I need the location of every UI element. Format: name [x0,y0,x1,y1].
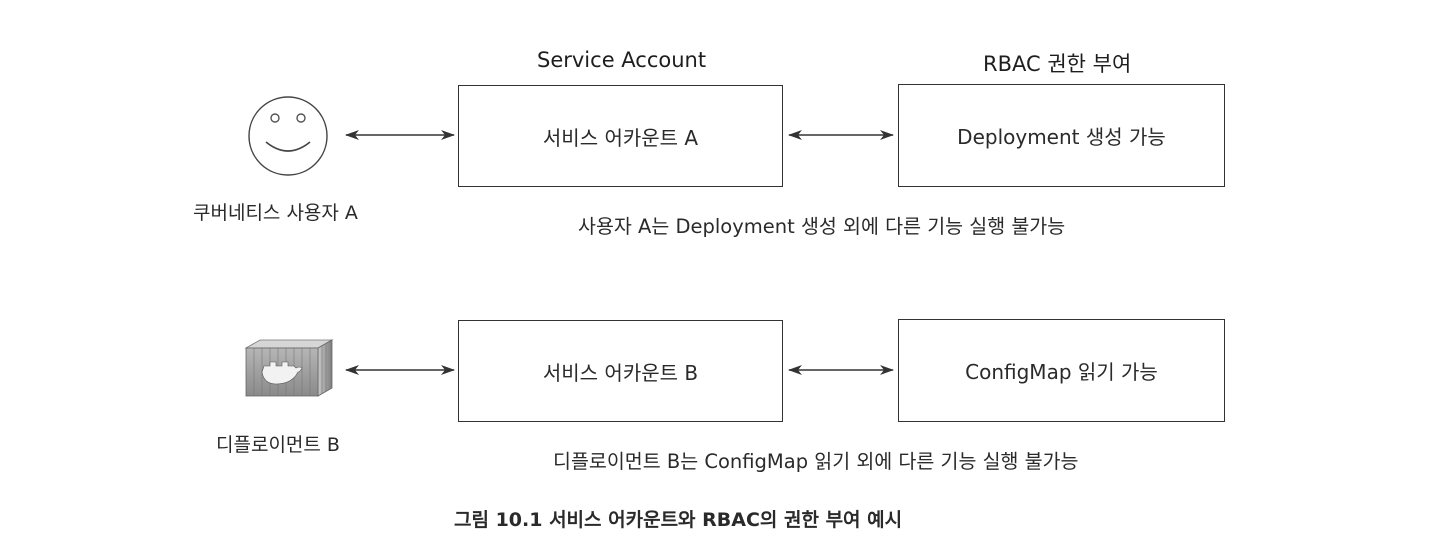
deployment-b-label: 디플로이먼트 B [216,434,340,456]
row-b-note: 디플로이먼트 B는 ConfigMap 읽기 외에 다른 기능 실행 불가능 [553,450,1079,473]
figure-caption: 그림 10.1 서비스 어카운트와 RBAC의 권한 부여 예시 [454,509,903,531]
user-a-label: 쿠버네티스 사용자 A [193,202,358,224]
service-account-a-box: 서비스 어카운트 A [458,85,783,187]
rbac-header: RBAC 권한 부여 [983,52,1132,76]
row-a-note: 사용자 A는 Deployment 생성 외에 다른 기능 실행 불가능 [578,215,1066,238]
docker-container-icon [244,339,334,397]
deployment-permission-box: Deployment 생성 가능 [898,84,1225,187]
smiley-face-icon [248,96,328,176]
service-account-header: Service Account [537,48,707,72]
configmap-permission-box: ConfigMap 읽기 가능 [898,319,1225,422]
service-account-b-box: 서비스 어카운트 B [458,320,783,422]
